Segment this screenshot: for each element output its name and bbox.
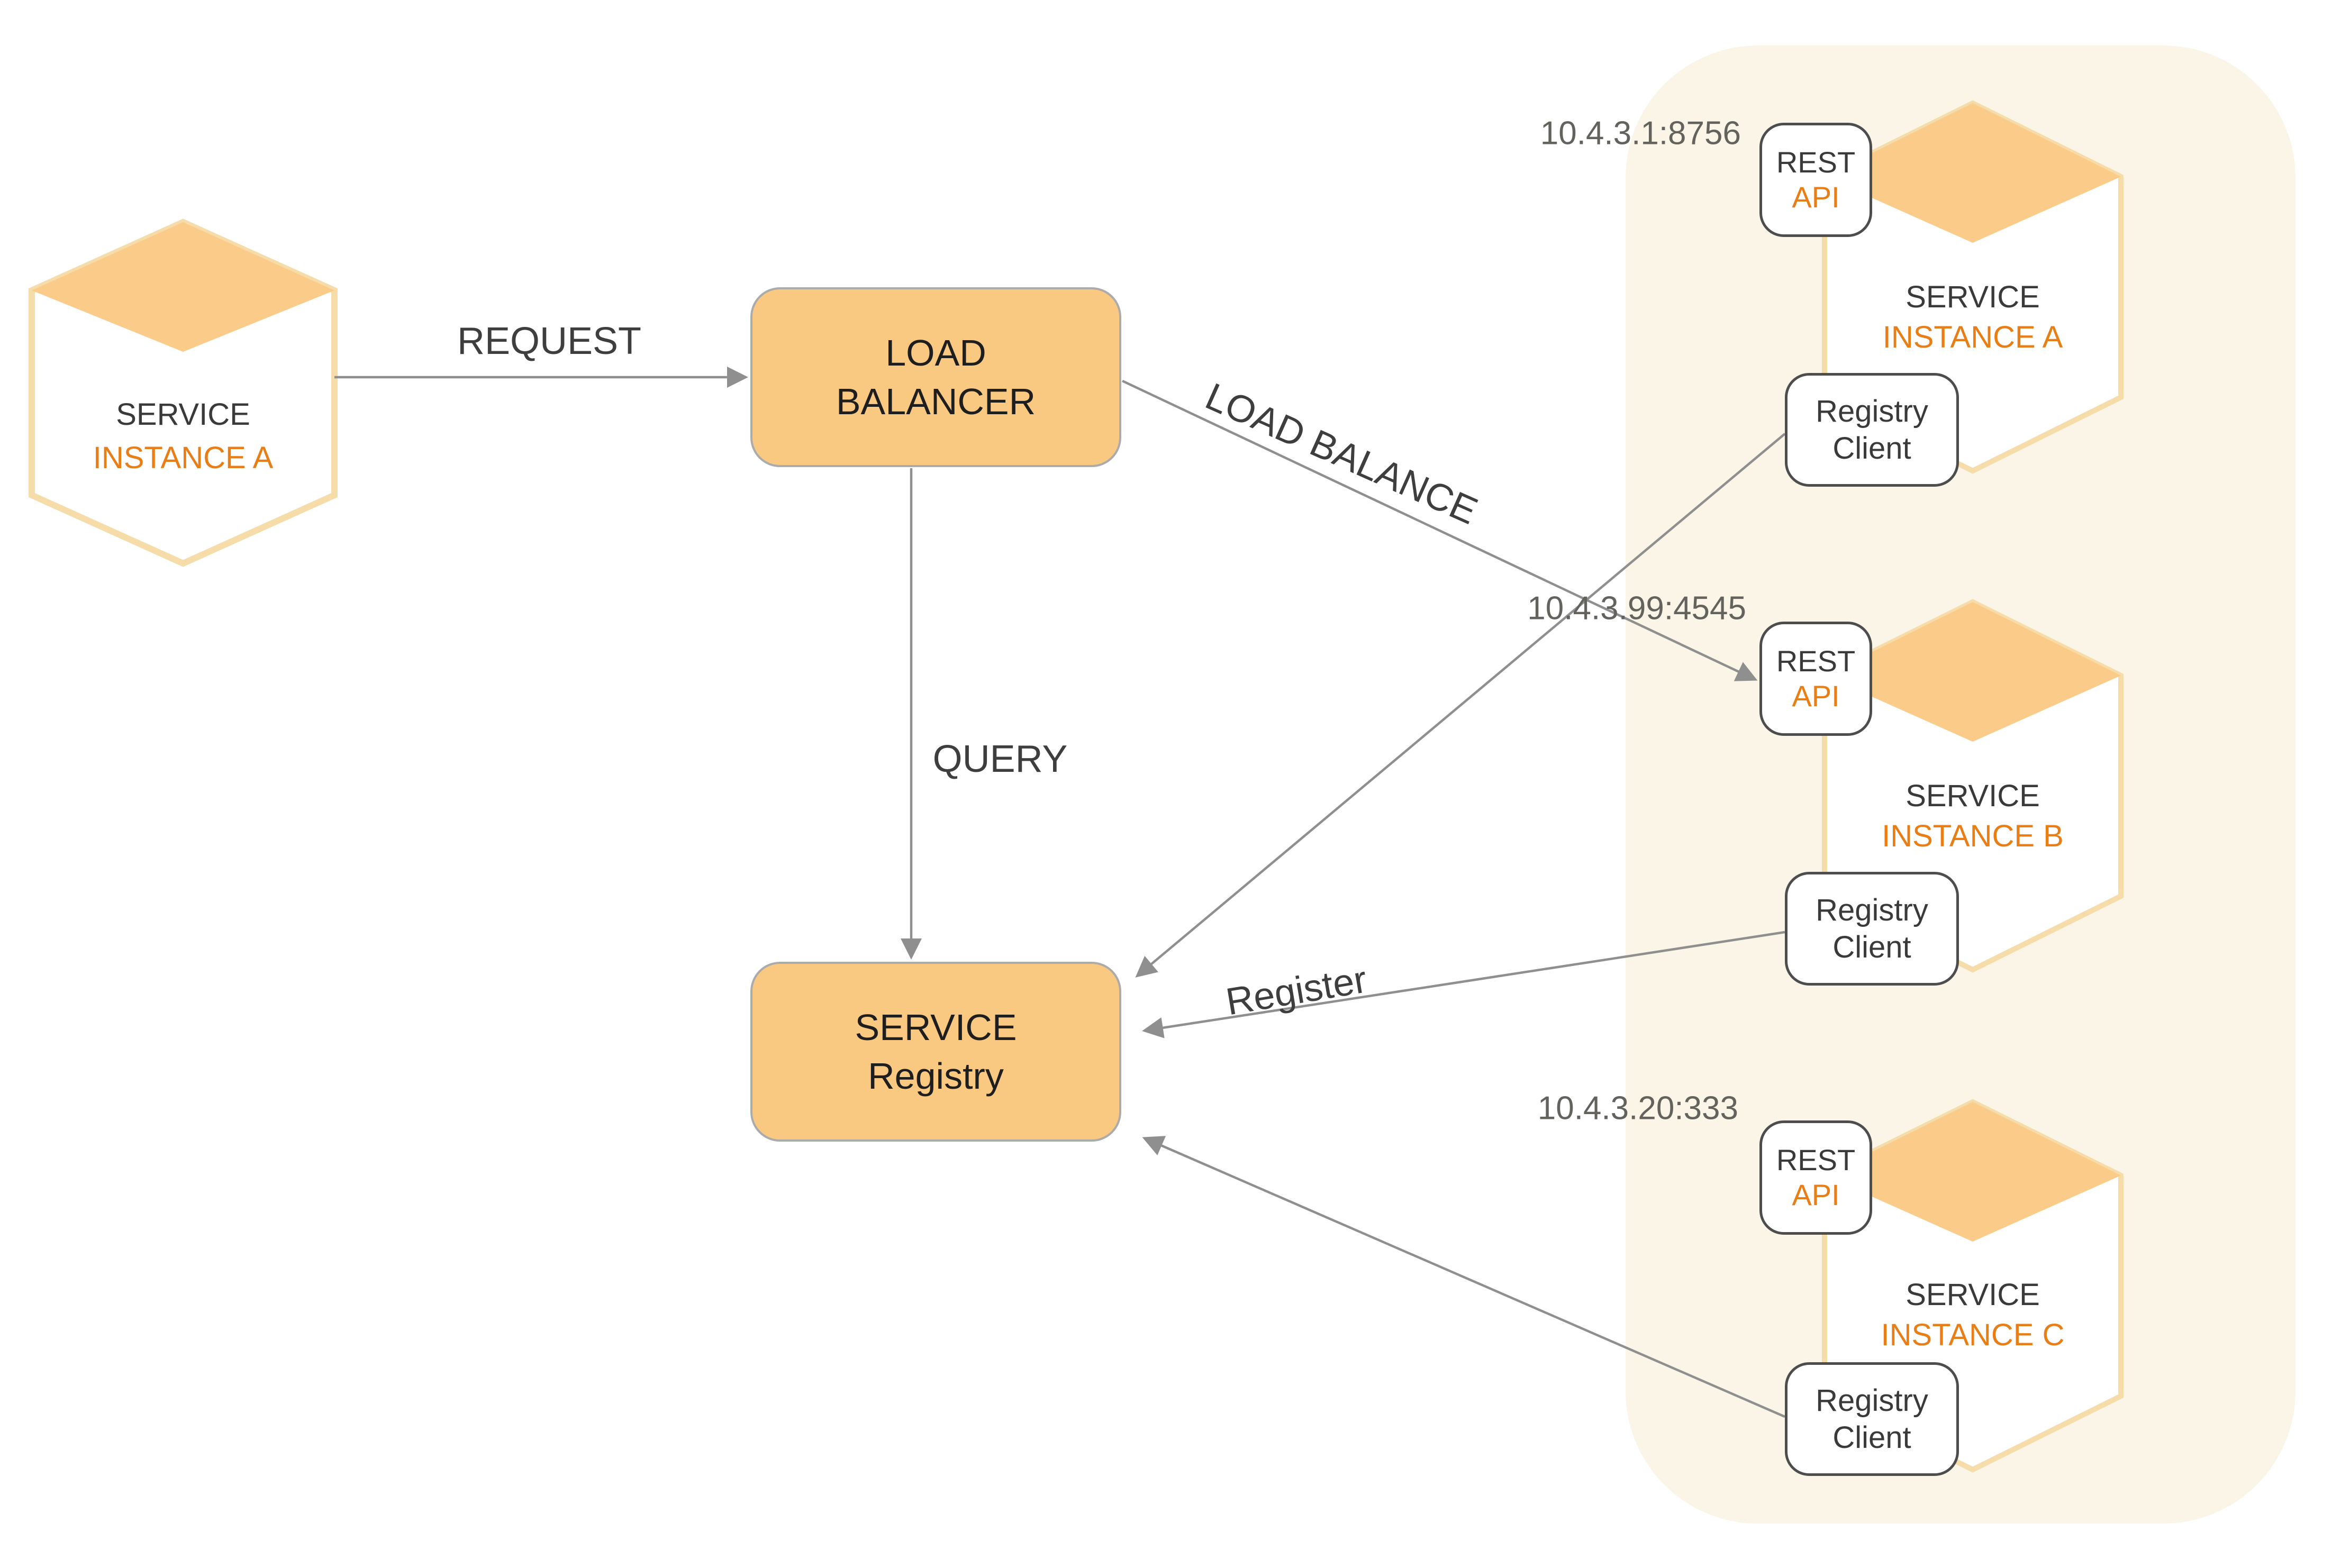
registry-text: Registry xyxy=(1816,1383,1928,1418)
load-balancer-line2: BALANCER xyxy=(836,381,1036,422)
client-hexagon-top-face xyxy=(32,222,334,352)
instance-c-name-text: INSTANCE C xyxy=(1881,1318,2065,1352)
instance-a-service-text: SERVICE xyxy=(1906,280,2040,314)
instance-a-rest-api-box: REST API xyxy=(1759,123,1872,237)
rest-text: REST xyxy=(1776,644,1856,678)
instance-a-name-text: INSTANCE A xyxy=(1882,320,2063,354)
query-label: QUERY xyxy=(932,738,1068,780)
service-registry-line1: SERVICE xyxy=(855,1007,1017,1048)
load-balancer-line1: LOAD xyxy=(885,332,986,373)
client-service-text: SERVICE xyxy=(116,397,250,432)
rest-text: REST xyxy=(1776,145,1856,179)
instance-c-registry-client-box: Registry Client xyxy=(1785,1362,1959,1476)
register-arrow-instance-a xyxy=(1135,433,1786,978)
instance-a-label: SERVICE INSTANCE A xyxy=(1883,277,2063,358)
client-hexagon xyxy=(29,218,338,567)
instance-a-hexagon-top-face xyxy=(1825,103,2121,243)
register-arrow-instance-b xyxy=(1142,931,1785,1038)
client-hexagon-label: SERVICE INSTANCE A xyxy=(93,393,274,480)
instance-c-hexagon-top-face xyxy=(1825,1102,2121,1242)
instance-c-label: SERVICE INSTANCE C xyxy=(1881,1275,2065,1355)
instance-b-service-text: SERVICE xyxy=(1906,779,2040,813)
client-text: Client xyxy=(1832,1420,1911,1455)
registry-text: Registry xyxy=(1816,892,1928,927)
instance-c-rest-api-box: REST API xyxy=(1759,1120,1872,1235)
api-text: API xyxy=(1792,180,1840,214)
request-label: REQUEST xyxy=(457,320,642,362)
client-text: Client xyxy=(1832,929,1911,964)
client-instance-text: INSTANCE A xyxy=(93,441,274,475)
instance-b-rest-api-box: REST API xyxy=(1759,622,1872,736)
service-registry-node: SERVICE Registry xyxy=(750,962,1121,1142)
rest-text: REST xyxy=(1776,1143,1856,1177)
load-balance-arrow xyxy=(1122,379,1758,681)
instance-b-hexagon-top-face xyxy=(1825,602,2121,742)
registry-text: Registry xyxy=(1816,394,1928,429)
api-text: API xyxy=(1792,1178,1840,1211)
instance-b-name-text: INSTANCE B xyxy=(1882,819,2064,853)
register-arrow-instance-c xyxy=(1142,1136,1785,1418)
instance-a-registry-client-box: Registry Client xyxy=(1785,373,1959,487)
api-text: API xyxy=(1792,679,1840,713)
instance-b-ip-label: 10.4.3.99:4545 xyxy=(1527,590,1746,627)
instance-b-label: SERVICE INSTANCE B xyxy=(1882,776,2064,856)
instance-c-service-text: SERVICE xyxy=(1906,1278,2040,1312)
client-text: Client xyxy=(1832,431,1911,466)
load-balancer-node: LOAD BALANCER xyxy=(750,287,1121,467)
instance-c-ip-label: 10.4.3.20:333 xyxy=(1537,1090,1738,1127)
service-registry-line2: Registry xyxy=(868,1055,1004,1097)
instance-a-ip-label: 10.4.3.1:8756 xyxy=(1540,115,1741,152)
instance-b-registry-client-box: Registry Client xyxy=(1785,872,1959,986)
